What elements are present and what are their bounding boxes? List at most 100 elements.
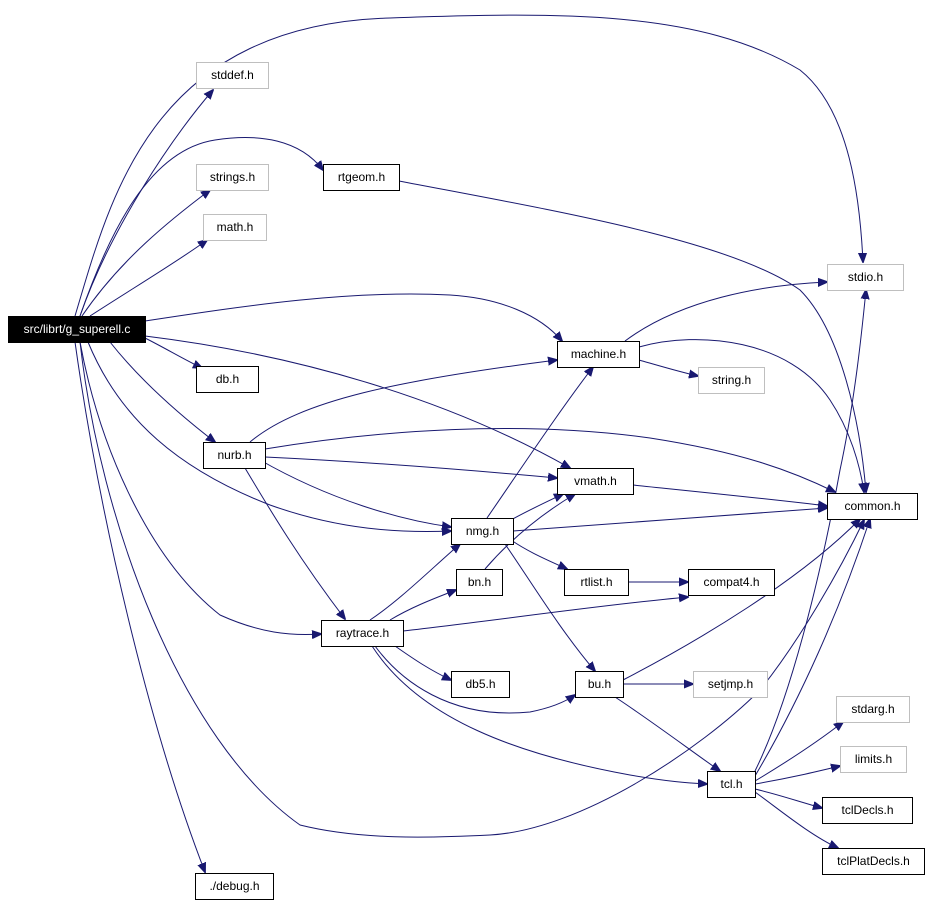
node-compat4[interactable]: compat4.h <box>688 569 775 596</box>
edge-raytrace-tcl <box>371 645 707 784</box>
edge-root-vmath <box>144 335 570 468</box>
edge-nmg-rtlist <box>510 539 567 569</box>
node-db[interactable]: db.h <box>196 366 259 393</box>
node-label-debug: ./debug.h <box>209 879 259 893</box>
edge-root-machine <box>144 293 562 341</box>
node-box-stdarg <box>836 696 910 723</box>
node-label-tclDecls: tclDecls.h <box>841 803 893 817</box>
edge-tcl-stdio <box>754 290 866 772</box>
node-label-machine: machine.h <box>571 347 626 361</box>
node-stdio: stdio.h <box>827 264 904 291</box>
node-raytrace[interactable]: raytrace.h <box>321 620 404 647</box>
node-common[interactable]: common.h <box>827 493 918 520</box>
node-box-stddef <box>196 62 269 89</box>
node-box-debug <box>195 873 274 900</box>
node-box-rtlist <box>564 569 629 596</box>
edge-root-debug <box>74 341 205 872</box>
node-label-rtlist: rtlist.h <box>580 575 612 589</box>
node-box-string <box>698 367 765 394</box>
node-strings: strings.h <box>196 164 269 191</box>
node-stddef: stddef.h <box>196 62 269 89</box>
edge-tcl-stdarg <box>754 722 843 782</box>
edge-bu-tcl <box>614 696 720 771</box>
node-setjmp: setjmp.h <box>693 671 768 698</box>
edge-root-math <box>89 240 207 317</box>
edge-nurb-common <box>264 428 835 492</box>
node-box-bu <box>575 671 624 698</box>
node-rtlist[interactable]: rtlist.h <box>564 569 629 596</box>
edge-vmath-common <box>632 484 827 506</box>
node-box-tclDecls <box>822 797 913 824</box>
edge-raytrace-bn <box>389 590 456 621</box>
node-label-math: math.h <box>217 220 254 234</box>
edge-root-common <box>79 341 864 838</box>
edge-nmg-common <box>512 508 827 532</box>
node-nmg[interactable]: nmg.h <box>451 518 514 545</box>
node-label-stdio: stdio.h <box>848 270 883 284</box>
edge-raytrace-bu <box>374 645 575 714</box>
node-string: string.h <box>698 367 765 394</box>
node-label-stdarg: stdarg.h <box>851 702 894 716</box>
node-stdarg: stdarg.h <box>836 696 910 723</box>
node-bn[interactable]: bn.h <box>456 569 503 596</box>
edge-nmg-machine <box>486 367 593 519</box>
node-label-nurb: nurb.h <box>217 448 251 462</box>
edge-tcl-common <box>754 519 870 777</box>
node-tclPlatDecls[interactable]: tclPlatDecls.h <box>822 848 925 875</box>
node-label-db5: db5.h <box>465 677 495 691</box>
node-box-nmg <box>451 518 514 545</box>
edges-layer <box>74 14 870 872</box>
node-nurb[interactable]: nurb.h <box>203 442 266 469</box>
edge-root-nurb <box>109 341 215 442</box>
edge-root-stdio <box>74 14 863 317</box>
node-box-vmath <box>557 468 634 495</box>
node-debug[interactable]: ./debug.h <box>195 873 274 900</box>
node-vmath[interactable]: vmath.h <box>557 468 634 495</box>
node-box-setjmp <box>693 671 768 698</box>
edge-raytrace-nmg <box>369 544 460 621</box>
node-rtgeom[interactable]: rtgeom.h <box>323 164 400 191</box>
node-label-stddef: stddef.h <box>211 68 254 82</box>
edge-raytrace-compat4 <box>402 597 688 632</box>
edge-nmg-bu <box>504 543 595 671</box>
node-box-db5 <box>451 671 510 698</box>
node-limits: limits.h <box>840 746 907 773</box>
node-box-tcl <box>707 771 756 798</box>
node-tclDecls[interactable]: tclDecls.h <box>822 797 913 824</box>
node-label-string: string.h <box>712 373 751 387</box>
edge-bn-vmath <box>484 494 575 570</box>
edge-root-db <box>144 337 202 368</box>
edge-nurb-vmath <box>264 456 557 478</box>
node-box-strings <box>196 164 269 191</box>
edge-raytrace-db5 <box>394 645 451 680</box>
edge-tcl-tclPlatDecls <box>754 791 838 848</box>
node-db5[interactable]: db5.h <box>451 671 510 698</box>
nodes-layer: src/librt/g_superell.c stddef.h rtgeom.h st… <box>8 62 925 900</box>
edge-machine-string <box>638 359 698 376</box>
node-label-vmath: vmath.h <box>574 474 617 488</box>
edge-nmg-vmath <box>510 494 563 521</box>
node-box-bn <box>456 569 503 596</box>
node-label-db: db.h <box>216 372 239 386</box>
node-label-common: common.h <box>844 499 900 513</box>
node-label-root: src/librt/g_superell.c <box>24 322 131 336</box>
node-label-raytrace: raytrace.h <box>336 626 389 640</box>
node-box-nurb <box>203 442 266 469</box>
node-label-limits: limits.h <box>855 752 892 766</box>
node-box-tclPlatDecls <box>822 848 925 875</box>
node-label-rtgeom: rtgeom.h <box>338 170 385 184</box>
edge-root-rtgeom <box>79 137 323 317</box>
node-machine[interactable]: machine.h <box>557 341 640 368</box>
node-box-raytrace <box>321 620 404 647</box>
node-root[interactable]: src/librt/g_superell.c <box>8 316 146 343</box>
node-tcl[interactable]: tcl.h <box>707 771 756 798</box>
node-box-limits <box>840 746 907 773</box>
node-label-bn: bn.h <box>468 575 491 589</box>
node-box-stdio <box>827 264 904 291</box>
node-bu[interactable]: bu.h <box>575 671 624 698</box>
edge-root-strings <box>81 190 210 317</box>
node-label-bu: bu.h <box>588 677 611 691</box>
node-label-tclPlatDecls: tclPlatDecls.h <box>837 854 910 868</box>
edge-machine-common <box>638 339 864 492</box>
